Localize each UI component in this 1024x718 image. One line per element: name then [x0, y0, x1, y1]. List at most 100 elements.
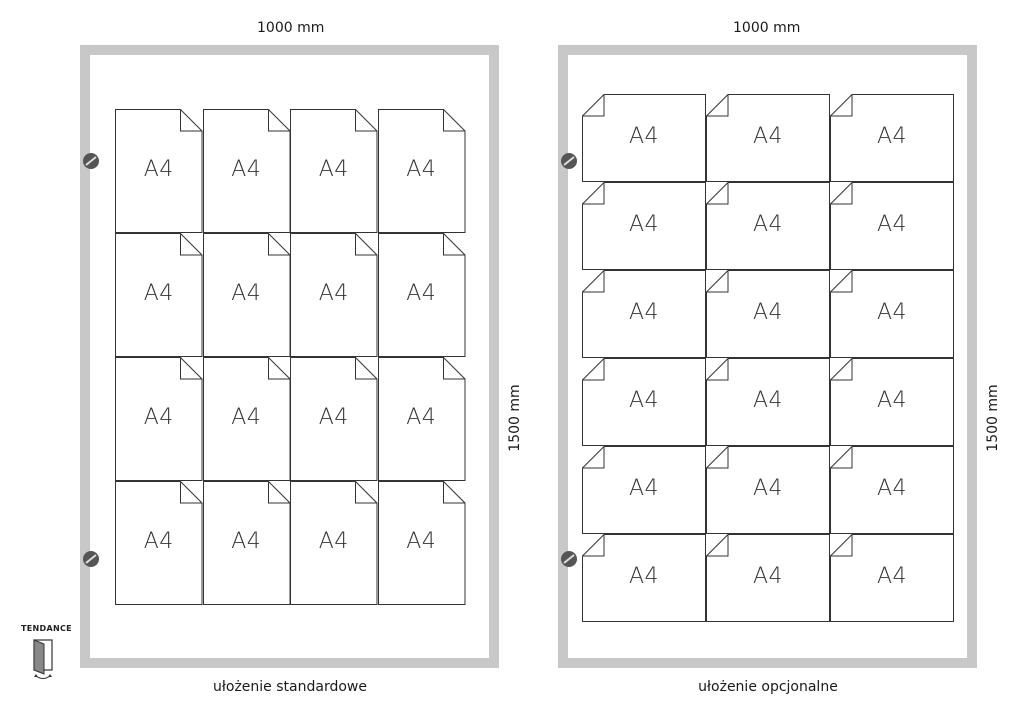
pocket-label: A4 [752, 124, 784, 149]
pocket-label: A4 [143, 529, 174, 554]
pocket-outline [830, 182, 954, 270]
pocket-label: A4 [628, 212, 660, 237]
pocket-label: A4 [143, 157, 174, 182]
pocket-label: A4 [406, 529, 437, 554]
a4-pocket: A4 [377, 481, 465, 605]
pocket-label: A4 [231, 405, 262, 430]
pocket-label: A4 [231, 157, 262, 182]
pocket-label: A4 [752, 300, 784, 325]
pocket-label: A4 [318, 405, 349, 430]
a4-pocket: A4 [582, 358, 706, 446]
a4-pocket: A4 [830, 534, 954, 622]
pocket-outline [202, 109, 290, 233]
door-icon [33, 639, 53, 679]
pocket-label: A4 [628, 300, 660, 325]
pocket-outline [290, 233, 378, 357]
a4-pocket: A4 [582, 446, 706, 534]
a4-pocket: A4 [830, 446, 954, 534]
pocket-outline [830, 94, 954, 182]
pocket-label: A4 [876, 124, 908, 149]
a4-pocket: A4 [706, 270, 830, 358]
pocket-outline [202, 233, 290, 357]
pocket-outline [202, 357, 290, 481]
pocket-outline [377, 109, 465, 233]
pocket-label: A4 [628, 124, 660, 149]
pocket-outline [706, 446, 830, 534]
a4-pocket: A4 [290, 233, 378, 357]
height-label-standard: 1500 mm [507, 384, 523, 452]
screw-icon [561, 551, 577, 567]
pocket-label: A4 [752, 564, 784, 589]
a4-pocket: A4 [115, 233, 203, 357]
logo-text: TENDANCE [21, 624, 72, 633]
pocket-outline [582, 358, 706, 446]
pocket-label: A4 [406, 281, 437, 306]
pocket-outline [115, 481, 203, 605]
height-label-optional: 1500 mm [985, 384, 1001, 452]
pocket-outline [830, 358, 954, 446]
a4-pocket: A4 [582, 182, 706, 270]
pocket-label: A4 [752, 212, 784, 237]
a4-pocket: A4 [706, 534, 830, 622]
a4-pocket: A4 [115, 357, 203, 481]
a4-pocket: A4 [706, 182, 830, 270]
a4-pocket: A4 [377, 233, 465, 357]
pocket-outline [115, 109, 203, 233]
pocket-outline [377, 233, 465, 357]
pocket-outline [830, 270, 954, 358]
pocket-outline [115, 357, 203, 481]
a4-pocket: A4 [202, 357, 290, 481]
screw-icon [83, 551, 99, 567]
pocket-label: A4 [318, 157, 349, 182]
pocket-label: A4 [628, 388, 660, 413]
pocket-label: A4 [318, 281, 349, 306]
a4-pocket: A4 [830, 182, 954, 270]
pocket-label: A4 [143, 405, 174, 430]
pocket-label: A4 [231, 281, 262, 306]
pocket-outline [706, 270, 830, 358]
a4-pocket: A4 [115, 481, 203, 605]
pocket-outline [377, 481, 465, 605]
width-label-standard: 1000 mm [257, 20, 325, 36]
a4-pocket: A4 [290, 357, 378, 481]
pocket-outline [582, 270, 706, 358]
a4-pocket: A4 [582, 270, 706, 358]
a4-pocket: A4 [582, 94, 706, 182]
a4-pocket: A4 [115, 109, 203, 233]
pocket-outline [706, 534, 830, 622]
pocket-outline [706, 94, 830, 182]
a4-pocket: A4 [290, 481, 378, 605]
a4-pocket: A4 [830, 358, 954, 446]
pocket-label: A4 [752, 388, 784, 413]
pocket-outline [582, 182, 706, 270]
pocket-label: A4 [231, 529, 262, 554]
pocket-label: A4 [318, 529, 349, 554]
pocket-label: A4 [628, 476, 660, 501]
a4-pocket: A4 [202, 233, 290, 357]
pocket-label: A4 [876, 388, 908, 413]
a4-pocket: A4 [830, 270, 954, 358]
pocket-outline [202, 481, 290, 605]
pocket-outline [830, 446, 954, 534]
width-label-optional: 1000 mm [733, 20, 801, 36]
a4-pocket: A4 [202, 481, 290, 605]
pocket-outline [582, 446, 706, 534]
a4-pocket: A4 [706, 446, 830, 534]
pocket-outline [377, 357, 465, 481]
a4-pocket: A4 [582, 534, 706, 622]
pocket-outline [290, 357, 378, 481]
a4-pocket: A4 [202, 109, 290, 233]
pocket-outline [290, 109, 378, 233]
pocket-label: A4 [876, 564, 908, 589]
pocket-label: A4 [406, 157, 437, 182]
pocket-outline [706, 182, 830, 270]
pocket-label: A4 [143, 281, 174, 306]
screw-icon [561, 153, 577, 169]
a4-pocket: A4 [830, 94, 954, 182]
pocket-label: A4 [876, 476, 908, 501]
screw-icon [83, 153, 99, 169]
caption-standard: ułożenie standardowe [213, 679, 367, 695]
pocket-outline [706, 358, 830, 446]
caption-optional: ułożenie opcjonalne [698, 679, 838, 695]
a4-pocket: A4 [706, 94, 830, 182]
